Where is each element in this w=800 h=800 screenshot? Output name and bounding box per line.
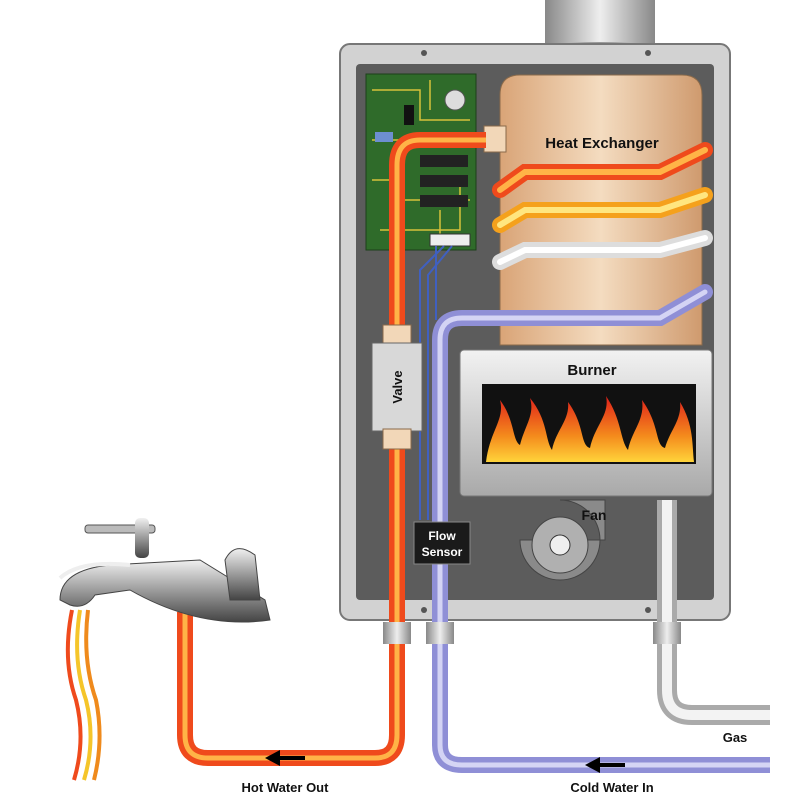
burner-label: Burner: [567, 362, 616, 379]
valve: Valve: [371, 324, 423, 450]
water-stream: [65, 609, 102, 781]
gas-fitting: [653, 622, 681, 644]
valve-label: Valve: [390, 370, 405, 403]
flow-sensor-label-line1: Flow: [428, 529, 456, 543]
sensor-wires: [419, 245, 453, 520]
heat-exchanger-coils: [432, 142, 713, 608]
faucet: [58, 518, 271, 623]
heat-exchanger-label: Heat Exchanger: [545, 135, 659, 152]
circuit-board: [365, 73, 477, 251]
fan-label: Fan: [582, 507, 607, 523]
fan: Fan: [519, 499, 607, 581]
faucet-handle-right: [224, 548, 261, 601]
flow-sensor: Flow Sensor: [413, 521, 471, 565]
cold-water-pipe: [432, 600, 770, 773]
gas-label: Gas: [723, 730, 748, 745]
burner: Burner: [459, 349, 713, 497]
hot-fitting: [383, 622, 411, 644]
flow-sensor-label-line2: Sensor: [422, 545, 463, 559]
flames: [486, 396, 694, 462]
hot-water-out-label: Hot Water Out: [242, 780, 330, 795]
cold-fitting: [426, 622, 454, 644]
hot-flow-arrow: [265, 750, 305, 766]
cold-water-in-label: Cold Water In: [570, 780, 653, 795]
hot-water-pipe: [177, 132, 486, 766]
cold-flow-arrow: [585, 757, 625, 773]
gas-pipe: [657, 500, 770, 725]
